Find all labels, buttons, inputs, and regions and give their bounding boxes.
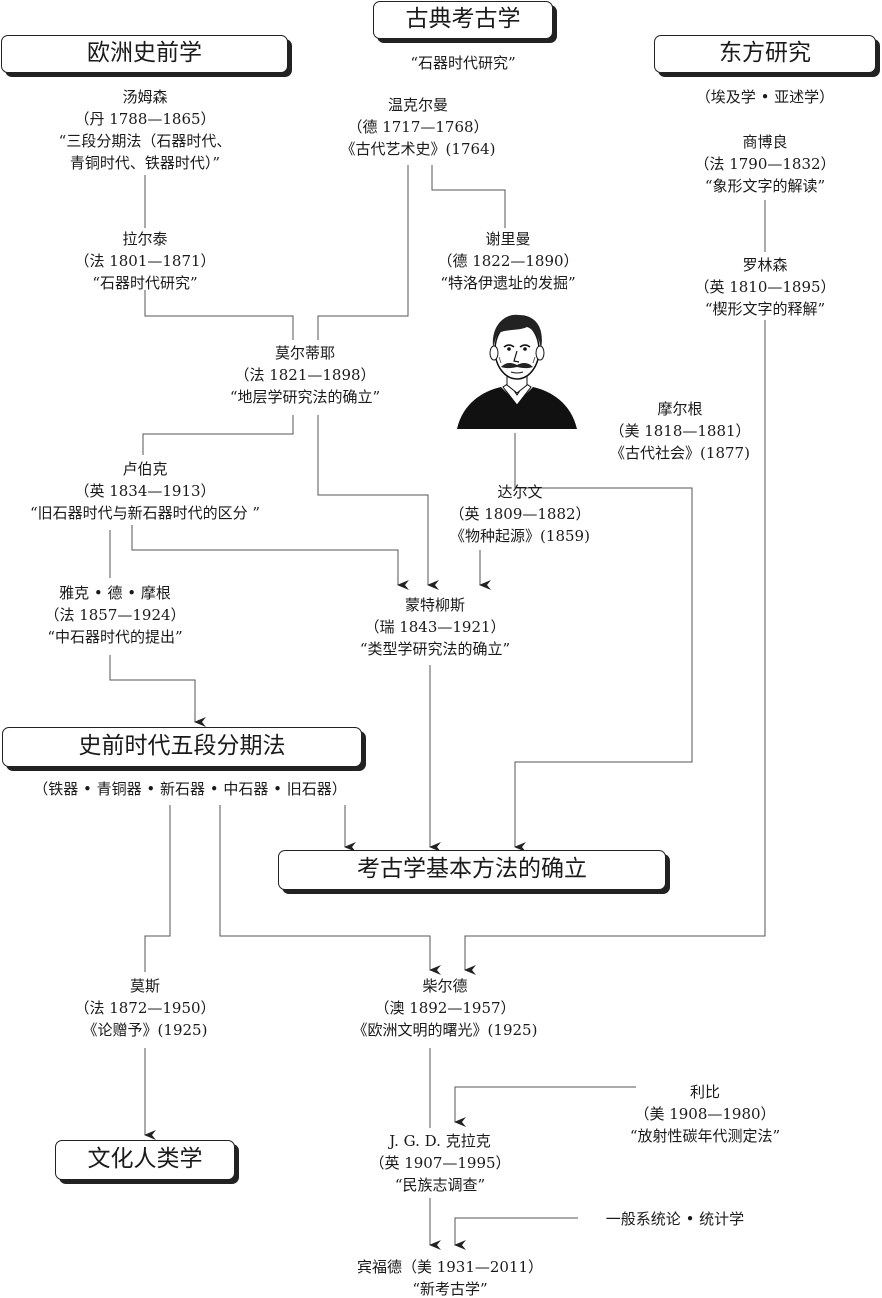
five-period-system-box: 史前时代五段分期法 bbox=[2, 727, 362, 767]
arrow-schliemann-method bbox=[514, 433, 693, 852]
five-period-caption: （铁器 • 青铜器 • 新石器 • 中石器 • 旧石器） bbox=[33, 780, 347, 798]
lartet-node: 拉尔泰 （法 1801—1871） “石器时代研究” bbox=[74, 230, 216, 292]
lh-morgan-node: 摩尔根 （美 1818—1881） 《古代社会》(1877) bbox=[609, 400, 751, 462]
thomsen-node: 汤姆森 （丹 1788—1865） “三段分期法（石器时代、 青铜时代、铁器时代… bbox=[58, 88, 232, 172]
arrow-systems-binford bbox=[454, 1217, 578, 1250]
childe-node: 柴尔德 （澳 1892—1957） 《欧洲文明的曙光》(1925) bbox=[352, 977, 538, 1039]
champollion-node: 商博良 （法 1790—1832） “象形文字的解读” bbox=[694, 133, 836, 195]
schliemann-portrait bbox=[457, 314, 577, 429]
arrow-mortillet-montelius bbox=[317, 415, 439, 590]
lubbock-node: 卢伯克 （英 1834—1913） “旧石器时代与新石器时代的区分 ” bbox=[29, 460, 261, 522]
arrow-lubbock-montelius bbox=[131, 525, 409, 590]
schliemann-node: 谢里曼 （德 1822—1890） “特洛伊遗址的发掘” bbox=[437, 230, 579, 292]
basic-methods-box: 考古学基本方法的确立 bbox=[278, 850, 666, 890]
line-lartet-mortillet bbox=[144, 290, 294, 340]
arrow-fiveperiod-childe bbox=[219, 805, 441, 975]
cultural-anthropology-box: 文化人类学 bbox=[55, 1140, 235, 1180]
darwin-node: 达尔文 （英 1809—1882） 《物种起源》(1859) bbox=[449, 483, 591, 545]
jacques-de-morgan-node: 雅克 • 德 • 摩根 （法 1857—1924） “中石器时代的提出” bbox=[44, 584, 186, 646]
clark-node: J. G. D. 克拉克 （英 1907—1995） “民族志调查” bbox=[369, 1132, 511, 1194]
line-winckelmann-mortillet bbox=[317, 165, 409, 340]
montelius-node: 蒙特柳斯 （瑞 1843—1921） “类型学研究法的确立” bbox=[359, 596, 511, 658]
libby-node: 利比 （美 1908—1980） “放射性碳年代测定法” bbox=[629, 1083, 781, 1145]
classical-archaeology-box: 古典考古学 bbox=[373, 1, 553, 39]
line-winckelmann-schliemann bbox=[431, 165, 506, 228]
european-prehistory-box: 欧洲史前学 bbox=[1, 35, 288, 73]
binford-node: 宾福德（美 1931—2011） “新考古学” bbox=[356, 1258, 544, 1298]
rawlinson-node: 罗林森 （英 1810—1895） “楔形文字的释解” bbox=[694, 256, 836, 318]
line-fiveperiod-mauss bbox=[144, 805, 171, 972]
mortillet-node: 莫尔蒂耶 （法 1821—1898） “地层学研究法的确立” bbox=[229, 344, 381, 406]
oriental-studies-box: 东方研究 bbox=[654, 35, 876, 73]
classical-caption: “石器时代研究” bbox=[410, 54, 516, 72]
line-mortillet-lubbock bbox=[142, 415, 294, 455]
arrow-libby-clark bbox=[454, 1086, 636, 1127]
arrow-jmorgan-fiveperiod bbox=[109, 655, 206, 727]
mauss-node: 莫斯 （法 1872—1950） 《论赠予》(1925) bbox=[74, 977, 216, 1039]
oriental-caption: （埃及学 • 亚述学） bbox=[695, 88, 835, 106]
systems-theory-node: 一般系统论 • 统计学 bbox=[605, 1210, 745, 1228]
winckelmann-node: 温克尔曼 （德 1717—1768） 《古代艺术史》(1764) bbox=[340, 96, 496, 158]
arrow-rawlinson-childe bbox=[464, 320, 766, 975]
